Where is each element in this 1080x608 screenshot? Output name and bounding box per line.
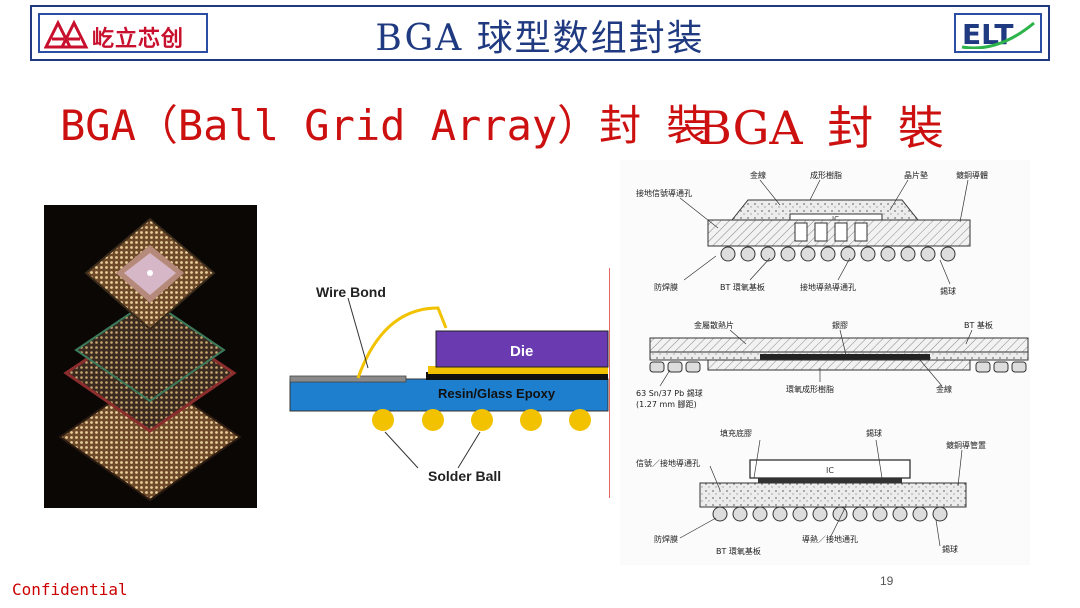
elt-logo-icon: ELT: [961, 18, 1035, 49]
d3-underfill: 填充底膠: [720, 428, 752, 438]
d1-thermal-via: 接地導熱導通孔: [800, 282, 856, 292]
d1-die-pad: 晶片墊: [904, 170, 928, 180]
substrate-label: Resin/Glass Epoxy: [438, 386, 556, 401]
wire-bond: [356, 306, 448, 379]
d1-solder-ball: 錫球: [940, 286, 956, 296]
d2-pitch: (1.27 mm 腳距): [636, 399, 697, 409]
bga-chip-photo: [44, 205, 257, 508]
d2-gold-wire: 金線: [936, 384, 952, 394]
d2-epoxy-mold: 環氧成形樹脂: [786, 384, 834, 394]
d1-gold-wire: 金線: [750, 170, 766, 180]
d2-silver-paste: 銀膠: [832, 320, 848, 330]
d3-solder-ball-bottom: 錫球: [942, 544, 958, 554]
d1-solder-mask: 防焊膜: [654, 282, 678, 292]
page-number: 19: [880, 574, 894, 588]
d3-thermal-via: 導熱／接地通孔: [802, 534, 858, 544]
d3-solder-mask: 防焊膜: [654, 534, 678, 544]
die: [435, 330, 609, 368]
diagram-standard-bga: IC 金線 成形樹脂 晶片墊 鍍銅導體 接地信號導通孔 防焊膜 BT 環氧基板 …: [636, 170, 988, 296]
d2-heat-spreader: 金屬散熱片: [694, 320, 734, 330]
d1-mold-resin: 成形樹脂: [810, 170, 842, 180]
diagram-flip-chip-bga: IC 填充底膠 錫球 鍍銅導管置 信號／接地導通孔 防焊膜 導熱／接地通孔 BT…: [636, 428, 986, 556]
d1-copper-conductor: 鍍銅導體: [956, 170, 988, 180]
page-title: BGA 球型数组封装: [375, 18, 705, 59]
d3-bt-substrate: BT 環氧基板: [716, 546, 761, 556]
elt-logo-text: ELT: [962, 18, 1013, 49]
confidential-label: Confidential: [12, 580, 128, 599]
bga-cross-section: Wire Bond Die Resin/Glass Epoxy Solder B…: [289, 268, 610, 498]
company-name: 屹立芯创: [92, 27, 185, 52]
title-bar: 屹立芯创 BGA 球型数组封装 ELT: [30, 5, 1050, 61]
d3-solder-ball: 錫球: [866, 428, 882, 438]
d1-bt-substrate: BT 環氧基板: [720, 282, 765, 292]
company-logo-icon: [44, 19, 89, 49]
elt-logo: ELT: [954, 13, 1042, 53]
company-logo: 屹立芯创: [38, 13, 208, 53]
die-label: Die: [510, 343, 533, 360]
bga-structure-diagrams: IC 金線 成形樹脂 晶片墊 鍍銅導體 接地信號導通孔 防焊膜 BT 環氧基板 …: [620, 160, 1030, 565]
diagram1-ic-label: IC: [832, 215, 839, 223]
solder-ball-label: Solder Ball: [428, 468, 501, 484]
substrate: [289, 378, 609, 412]
heading-left: BGA（Ball Grid Array）封 裝: [60, 101, 709, 150]
solder-balls: [372, 409, 591, 431]
d3-plated-via: 鍍銅導管置: [946, 440, 986, 450]
d2-bt-board: BT 基板: [964, 320, 993, 330]
d3-signal-via: 信號／接地導通孔: [636, 458, 700, 468]
heading-right: BGA 封 裝: [698, 101, 944, 155]
d1-ground-via: 接地信號導通孔: [636, 188, 692, 198]
diagram-heat-spreader-bga: 金屬散熱片 銀膠 BT 基板 63 Sn/37 Pb 錫球 (1.27 mm 腳…: [636, 320, 1029, 409]
wire-bond-label: Wire Bond: [316, 284, 386, 300]
d2-ball-spec: 63 Sn/37 Pb 錫球: [636, 388, 703, 398]
d3-ic-label: IC: [826, 466, 834, 475]
